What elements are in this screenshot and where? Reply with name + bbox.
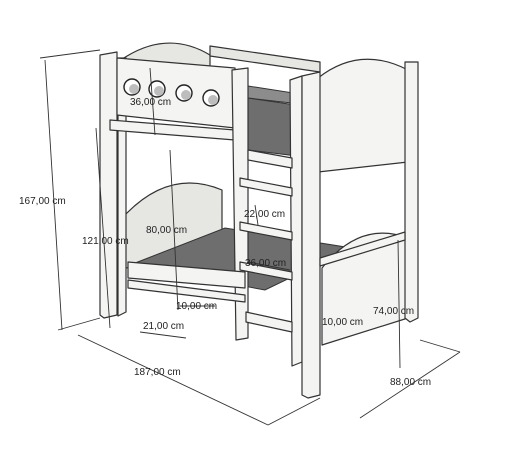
label-side-rail: 10,00 cm — [322, 317, 363, 328]
hole-shade-2 — [154, 86, 164, 96]
label-width: 88,00 cm — [390, 377, 431, 388]
label-ladder-width: 36,00 cm — [245, 258, 286, 269]
ladder-rung-2 — [239, 177, 293, 197]
hole-shade-4 — [208, 95, 218, 105]
ladder-rung-1 — [247, 149, 293, 169]
dim-line-74 — [397, 239, 401, 369]
hole-shade-1 — [129, 84, 139, 94]
dim-line-80 — [169, 149, 179, 311]
label-headboard-height: 74,00 cm — [373, 306, 414, 317]
label-overall-height: 167,00 cm — [19, 196, 66, 207]
label-lower-bed-height: 121,00 cm — [82, 236, 129, 247]
dim-ext-187 — [267, 397, 321, 426]
dim-line-88 — [359, 351, 461, 419]
dim-line-187 — [77, 334, 269, 426]
ladder-rung-3 — [239, 221, 293, 241]
lower-front-rail — [127, 261, 246, 289]
dim-ext-top — [39, 49, 101, 59]
dim-line-21 — [139, 331, 187, 339]
ladder-rung-5 — [245, 311, 293, 333]
lower-bottom-rail — [127, 279, 246, 303]
label-foot-offset: 21,00 cm — [143, 321, 184, 332]
label-ladder-step: 22,00 cm — [244, 209, 285, 220]
label-length: 187,00 cm — [134, 367, 181, 378]
dim-ext-bottom — [57, 317, 101, 331]
right-front-post — [301, 71, 321, 399]
dim-line-overall-height — [44, 59, 63, 331]
right-lower-rail — [319, 231, 406, 267]
hole-shade-3 — [181, 90, 191, 100]
label-upper-hole-dia: 36,00 cm — [130, 97, 171, 108]
label-rail-gap: 10,00 cm — [176, 301, 217, 312]
ladder-rung-4 — [239, 261, 293, 281]
right-back-post — [404, 61, 419, 323]
right-upper-headboard — [317, 58, 409, 173]
dim-line-22 — [254, 204, 259, 226]
dim-ext-88 — [419, 339, 461, 353]
dim-line-121 — [95, 127, 111, 329]
label-clearance: 80,00 cm — [146, 225, 187, 236]
left-front-post — [99, 51, 118, 319]
dim-line-36-hole — [149, 67, 156, 136]
dim-line-36-ladder — [247, 261, 291, 271]
